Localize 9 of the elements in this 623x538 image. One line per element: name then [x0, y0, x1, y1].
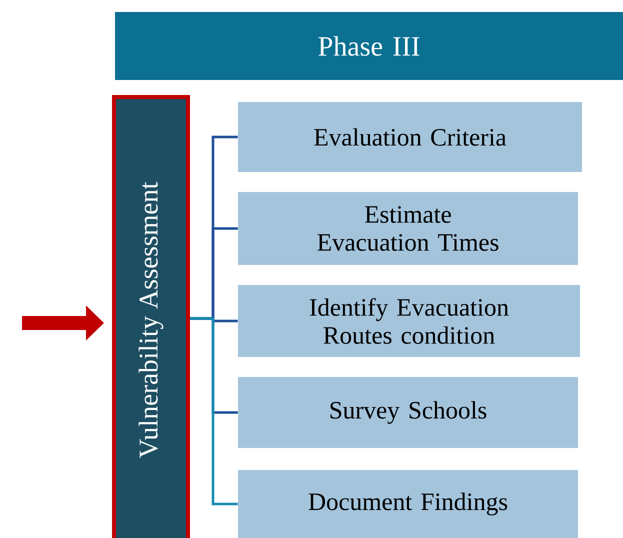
phase-header: Phase III	[115, 12, 623, 80]
task-box: Evaluation Criteria	[238, 102, 582, 172]
task-box: Document Findings	[238, 470, 578, 538]
task-box: Survey Schools	[238, 377, 578, 448]
vulnerability-box	[112, 95, 190, 538]
task-box: Estimate Evacuation Times	[238, 192, 578, 265]
vertical-label: Vulnerability Assessment	[138, 182, 164, 458]
task-box: Identify Evacuation Routes condition	[238, 285, 580, 357]
connector	[190, 317, 238, 506]
